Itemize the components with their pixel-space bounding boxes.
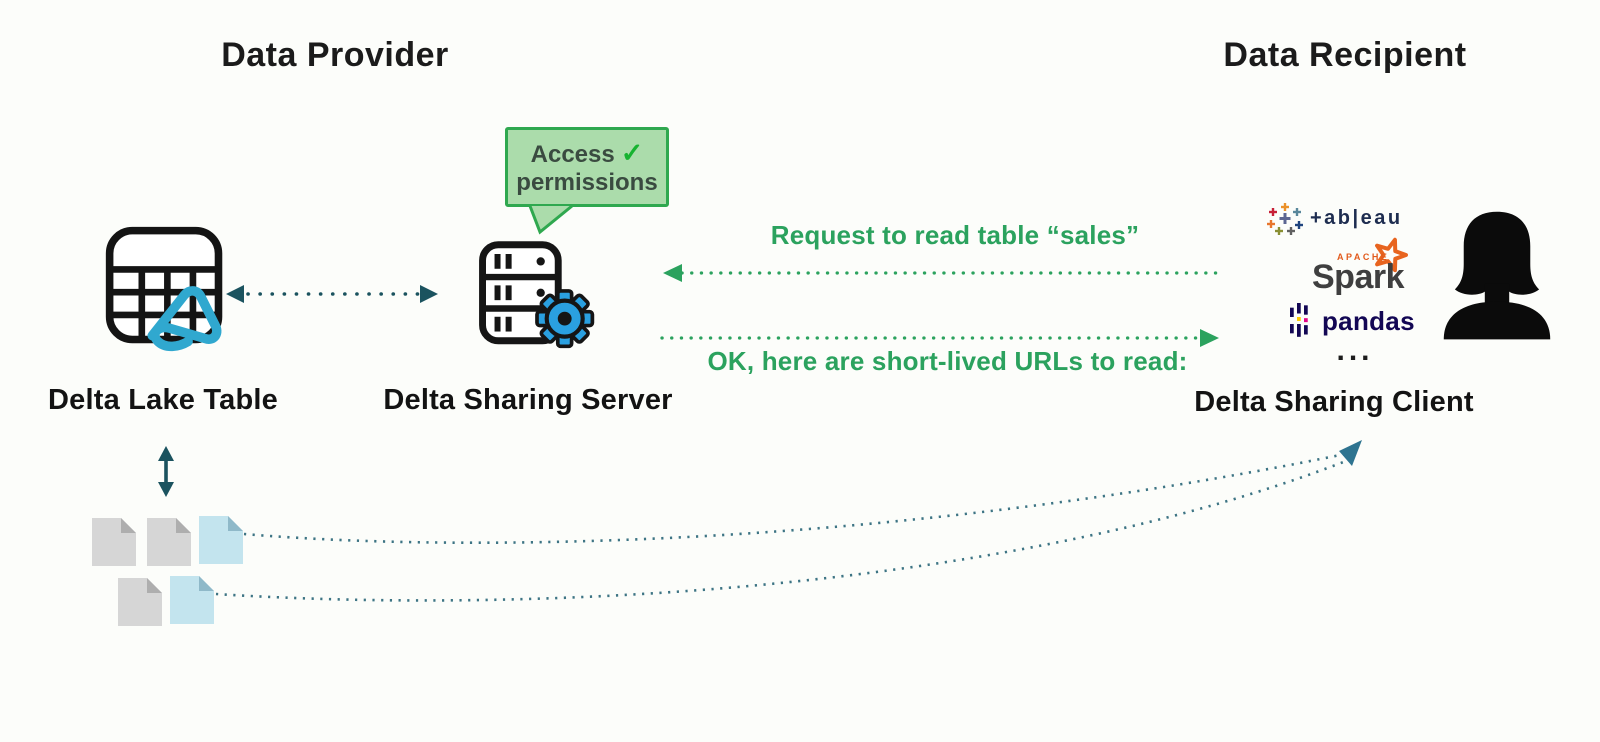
file-transfer-curve-1 <box>243 451 1351 544</box>
spark-star-icon <box>1375 237 1408 273</box>
request-message: Request to read table “sales” <box>770 220 1140 250</box>
bubble-tail-icon <box>528 206 573 235</box>
delta-logo-icon <box>147 286 222 352</box>
person-icon <box>1443 211 1551 340</box>
file-icon <box>147 518 191 566</box>
data-provider-title: Data Provider <box>221 36 449 74</box>
more-tools-ellipsis: ... <box>1336 334 1374 367</box>
request-arrow <box>663 264 1220 282</box>
delta-lake-table-label: Delta Lake Table <box>48 384 278 416</box>
table-files-arrow <box>158 446 174 497</box>
file-icon-blue <box>199 516 243 564</box>
pandas-wordmark: pandas <box>1322 306 1415 336</box>
gear-icon <box>535 289 595 349</box>
apache-wordmark: APACHE <box>1337 252 1390 262</box>
check-icon: ✓ <box>620 137 644 168</box>
pandas-logo-icon <box>1290 303 1308 337</box>
file-transfer-curve-2 <box>215 459 1347 602</box>
delta-sharing-server-label: Delta Sharing Server <box>383 384 673 416</box>
data-recipient-title: Data Recipient <box>1223 36 1467 74</box>
file-icon <box>118 578 162 626</box>
delta-sharing-server-icon <box>479 241 595 349</box>
table-server-arrow <box>226 285 438 303</box>
delta-sharing-client-label: Delta Sharing Client <box>1194 386 1474 418</box>
response-message: OK, here are short-lived URLs to read: <box>707 346 1188 376</box>
bubble-line2: permissions <box>516 168 658 196</box>
tableau-logo-icon <box>1267 203 1303 235</box>
tableau-wordmark: +ab|eau <box>1310 207 1403 229</box>
response-arrow <box>660 329 1219 347</box>
transfer-arrowhead-icon <box>1339 440 1362 466</box>
spark-wordmark: Spark <box>1312 258 1405 296</box>
delta-lake-table-icon <box>105 226 223 352</box>
access-permissions-bubble: Access✓ permissions <box>505 127 669 207</box>
file-icon <box>92 518 136 566</box>
bubble-line1: Access <box>530 140 615 168</box>
file-icon-blue <box>170 576 214 624</box>
